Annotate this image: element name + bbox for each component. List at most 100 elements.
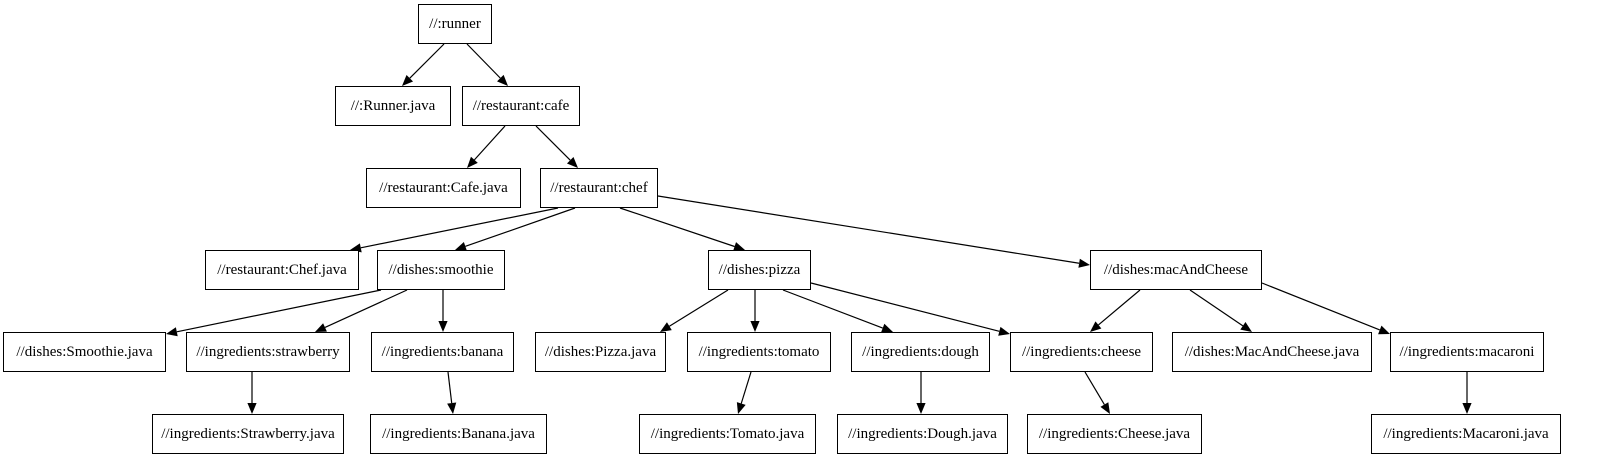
graph-edge-restaurant_chef-to-dishes_smoothie [455, 207, 576, 251]
graph-node-ing_dough[interactable]: //ingredients:dough [851, 332, 990, 372]
graph-node-runner_java[interactable]: //:Runner.java [335, 86, 451, 126]
edge-arrowhead-icon [402, 74, 414, 86]
graph-node-strawberry_java[interactable]: //ingredients:Strawberry.java [152, 414, 344, 454]
edge-line [409, 43, 445, 79]
graph-node-label: //dishes:MacAndCheese.java [1184, 343, 1360, 360]
edge-line [1189, 289, 1244, 327]
graph-node-label: //ingredients:macaroni [1399, 343, 1535, 360]
graph-node-ing_cheese[interactable]: //ingredients:cheese [1010, 332, 1153, 372]
graph-edge-ing_strawberry-to-strawberry_java [247, 372, 257, 414]
edge-arrowhead-icon [447, 402, 457, 414]
graph-node-ing_strawberry[interactable]: //ingredients:strawberry [186, 332, 350, 372]
graph-node-label: //ingredients:Strawberry.java [161, 425, 335, 442]
graph-node-label: //dishes:smoothie [388, 261, 494, 278]
graph-node-label: //ingredients:Cheese.java [1038, 425, 1191, 442]
graph-edge-dishes_macandchz-to-macandchz_java [1189, 289, 1252, 332]
graph-edge-ing_tomato-to-tomato_java [736, 371, 752, 414]
graph-node-smoothie_java[interactable]: //dishes:Smoothie.java [3, 332, 166, 372]
graph-node-label: //ingredients:Banana.java [382, 425, 535, 442]
graph-node-label: //:runner [429, 15, 481, 32]
edge-line [466, 43, 501, 79]
graph-node-label: //restaurant:Chef.java [217, 261, 347, 278]
graph-edge-runner-to-runner_java [402, 43, 445, 86]
graph-edge-ing_cheese-to-cheese_java [1084, 371, 1110, 414]
graph-node-label: //restaurant:cafe [472, 97, 570, 114]
edge-arrowhead-icon [438, 321, 448, 332]
graph-node-tomato_java[interactable]: //ingredients:Tomato.java [639, 414, 816, 454]
edge-arrowhead-icon [1378, 325, 1390, 335]
graph-node-label: //ingredients:banana [381, 343, 504, 360]
edge-arrowhead-icon [247, 403, 257, 414]
graph-node-label: //restaurant:chef [550, 179, 648, 196]
graph-edge-dishes_pizza-to-ing_cheese [810, 282, 1010, 336]
graph-edge-dishes_macandchz-to-ing_macaroni [1261, 282, 1390, 335]
graph-node-restaurant_chef[interactable]: //restaurant:chef [540, 168, 658, 208]
graph-node-runner[interactable]: //:runner [418, 4, 492, 44]
graph-node-ing_macaroni[interactable]: //ingredients:macaroni [1390, 332, 1544, 372]
edge-line [447, 371, 453, 404]
edge-arrowhead-icon [916, 403, 926, 414]
graph-node-cheese_java[interactable]: //ingredients:Cheese.java [1027, 414, 1202, 454]
edge-line [810, 282, 1000, 332]
edge-arrowhead-icon [497, 74, 508, 86]
graph-node-label: //:Runner.java [350, 97, 436, 114]
graph-node-banana_java[interactable]: //ingredients:Banana.java [370, 414, 547, 454]
edge-line [535, 125, 571, 161]
graph-edge-restaurant_cafe-to-restaurant_chef [535, 125, 578, 168]
graph-node-label: //ingredients:Dough.java [848, 425, 997, 442]
graph-edge-restaurant_chef-to-chef_java [350, 207, 559, 253]
graph-node-label: //dishes:macAndCheese [1103, 261, 1249, 278]
graph-node-dishes_macandchz[interactable]: //dishes:macAndCheese [1090, 250, 1262, 290]
edge-arrowhead-icon [1462, 403, 1472, 414]
graph-edge-ing_macaroni-to-macaroni_java [1462, 372, 1472, 414]
edge-line [1084, 371, 1105, 405]
edge-line [1098, 289, 1141, 326]
edge-arrowhead-icon [467, 156, 478, 168]
graph-node-dishes_pizza[interactable]: //dishes:pizza [708, 250, 811, 290]
graph-node-label: //ingredients:dough [862, 343, 979, 360]
edge-line [619, 207, 735, 248]
graph-node-pizza_java[interactable]: //dishes:Pizza.java [535, 332, 666, 372]
edge-arrowhead-icon [566, 156, 578, 168]
edge-arrowhead-icon [1100, 402, 1110, 414]
graph-node-dishes_smoothie[interactable]: //dishes:smoothie [377, 250, 505, 290]
edge-arrowhead-icon [998, 326, 1010, 336]
graph-node-cafe_java[interactable]: //restaurant:Cafe.java [366, 168, 521, 208]
graph-node-label: //dishes:pizza [718, 261, 801, 278]
graph-node-dough_java[interactable]: //ingredients:Dough.java [837, 414, 1008, 454]
edge-arrowhead-icon [1078, 258, 1090, 268]
graph-node-label: //dishes:Smoothie.java [16, 343, 153, 360]
graph-node-label: //ingredients:tomato [698, 343, 820, 360]
edge-arrowhead-icon [750, 321, 760, 332]
graph-node-label: //restaurant:Cafe.java [379, 179, 508, 196]
edge-line [740, 371, 752, 404]
edge-line [669, 289, 729, 327]
edge-line [473, 125, 506, 161]
edge-line [324, 289, 408, 328]
edge-line [782, 289, 883, 329]
graph-edge-ing_banana-to-banana_java [447, 371, 457, 414]
graph-edge-runner-to-restaurant_cafe [466, 43, 508, 86]
graph-edge-restaurant_cafe-to-cafe_java [467, 125, 506, 168]
edge-arrowhead-icon [736, 402, 746, 414]
graph-edge-dishes_pizza-to-ing_dough [782, 289, 893, 333]
graph-node-ing_banana[interactable]: //ingredients:banana [371, 332, 514, 372]
edge-line [176, 289, 382, 333]
edge-line [360, 207, 559, 249]
graph-node-label: //ingredients:cheese [1021, 343, 1142, 360]
graph-node-label: //ingredients:Macaroni.java [1383, 425, 1549, 442]
graph-node-label: //ingredients:Tomato.java [650, 425, 805, 442]
graph-node-label: //dishes:Pizza.java [544, 343, 657, 360]
graph-edge-ing_dough-to-dough_java [916, 372, 926, 414]
graph-node-ing_tomato[interactable]: //ingredients:tomato [687, 332, 831, 372]
graph-edge-dishes_macandchz-to-ing_cheese [1090, 289, 1141, 332]
graph-edge-dishes_smoothie-to-smoothie_java [166, 289, 382, 337]
graph-node-chef_java[interactable]: //restaurant:Chef.java [205, 250, 359, 290]
edge-line [1261, 282, 1381, 331]
graph-node-macaroni_java[interactable]: //ingredients:Macaroni.java [1371, 414, 1561, 454]
graph-node-restaurant_cafe[interactable]: //restaurant:cafe [462, 86, 580, 126]
edge-arrowhead-icon [1240, 322, 1252, 332]
graph-node-macandchz_java[interactable]: //dishes:MacAndCheese.java [1172, 332, 1372, 372]
